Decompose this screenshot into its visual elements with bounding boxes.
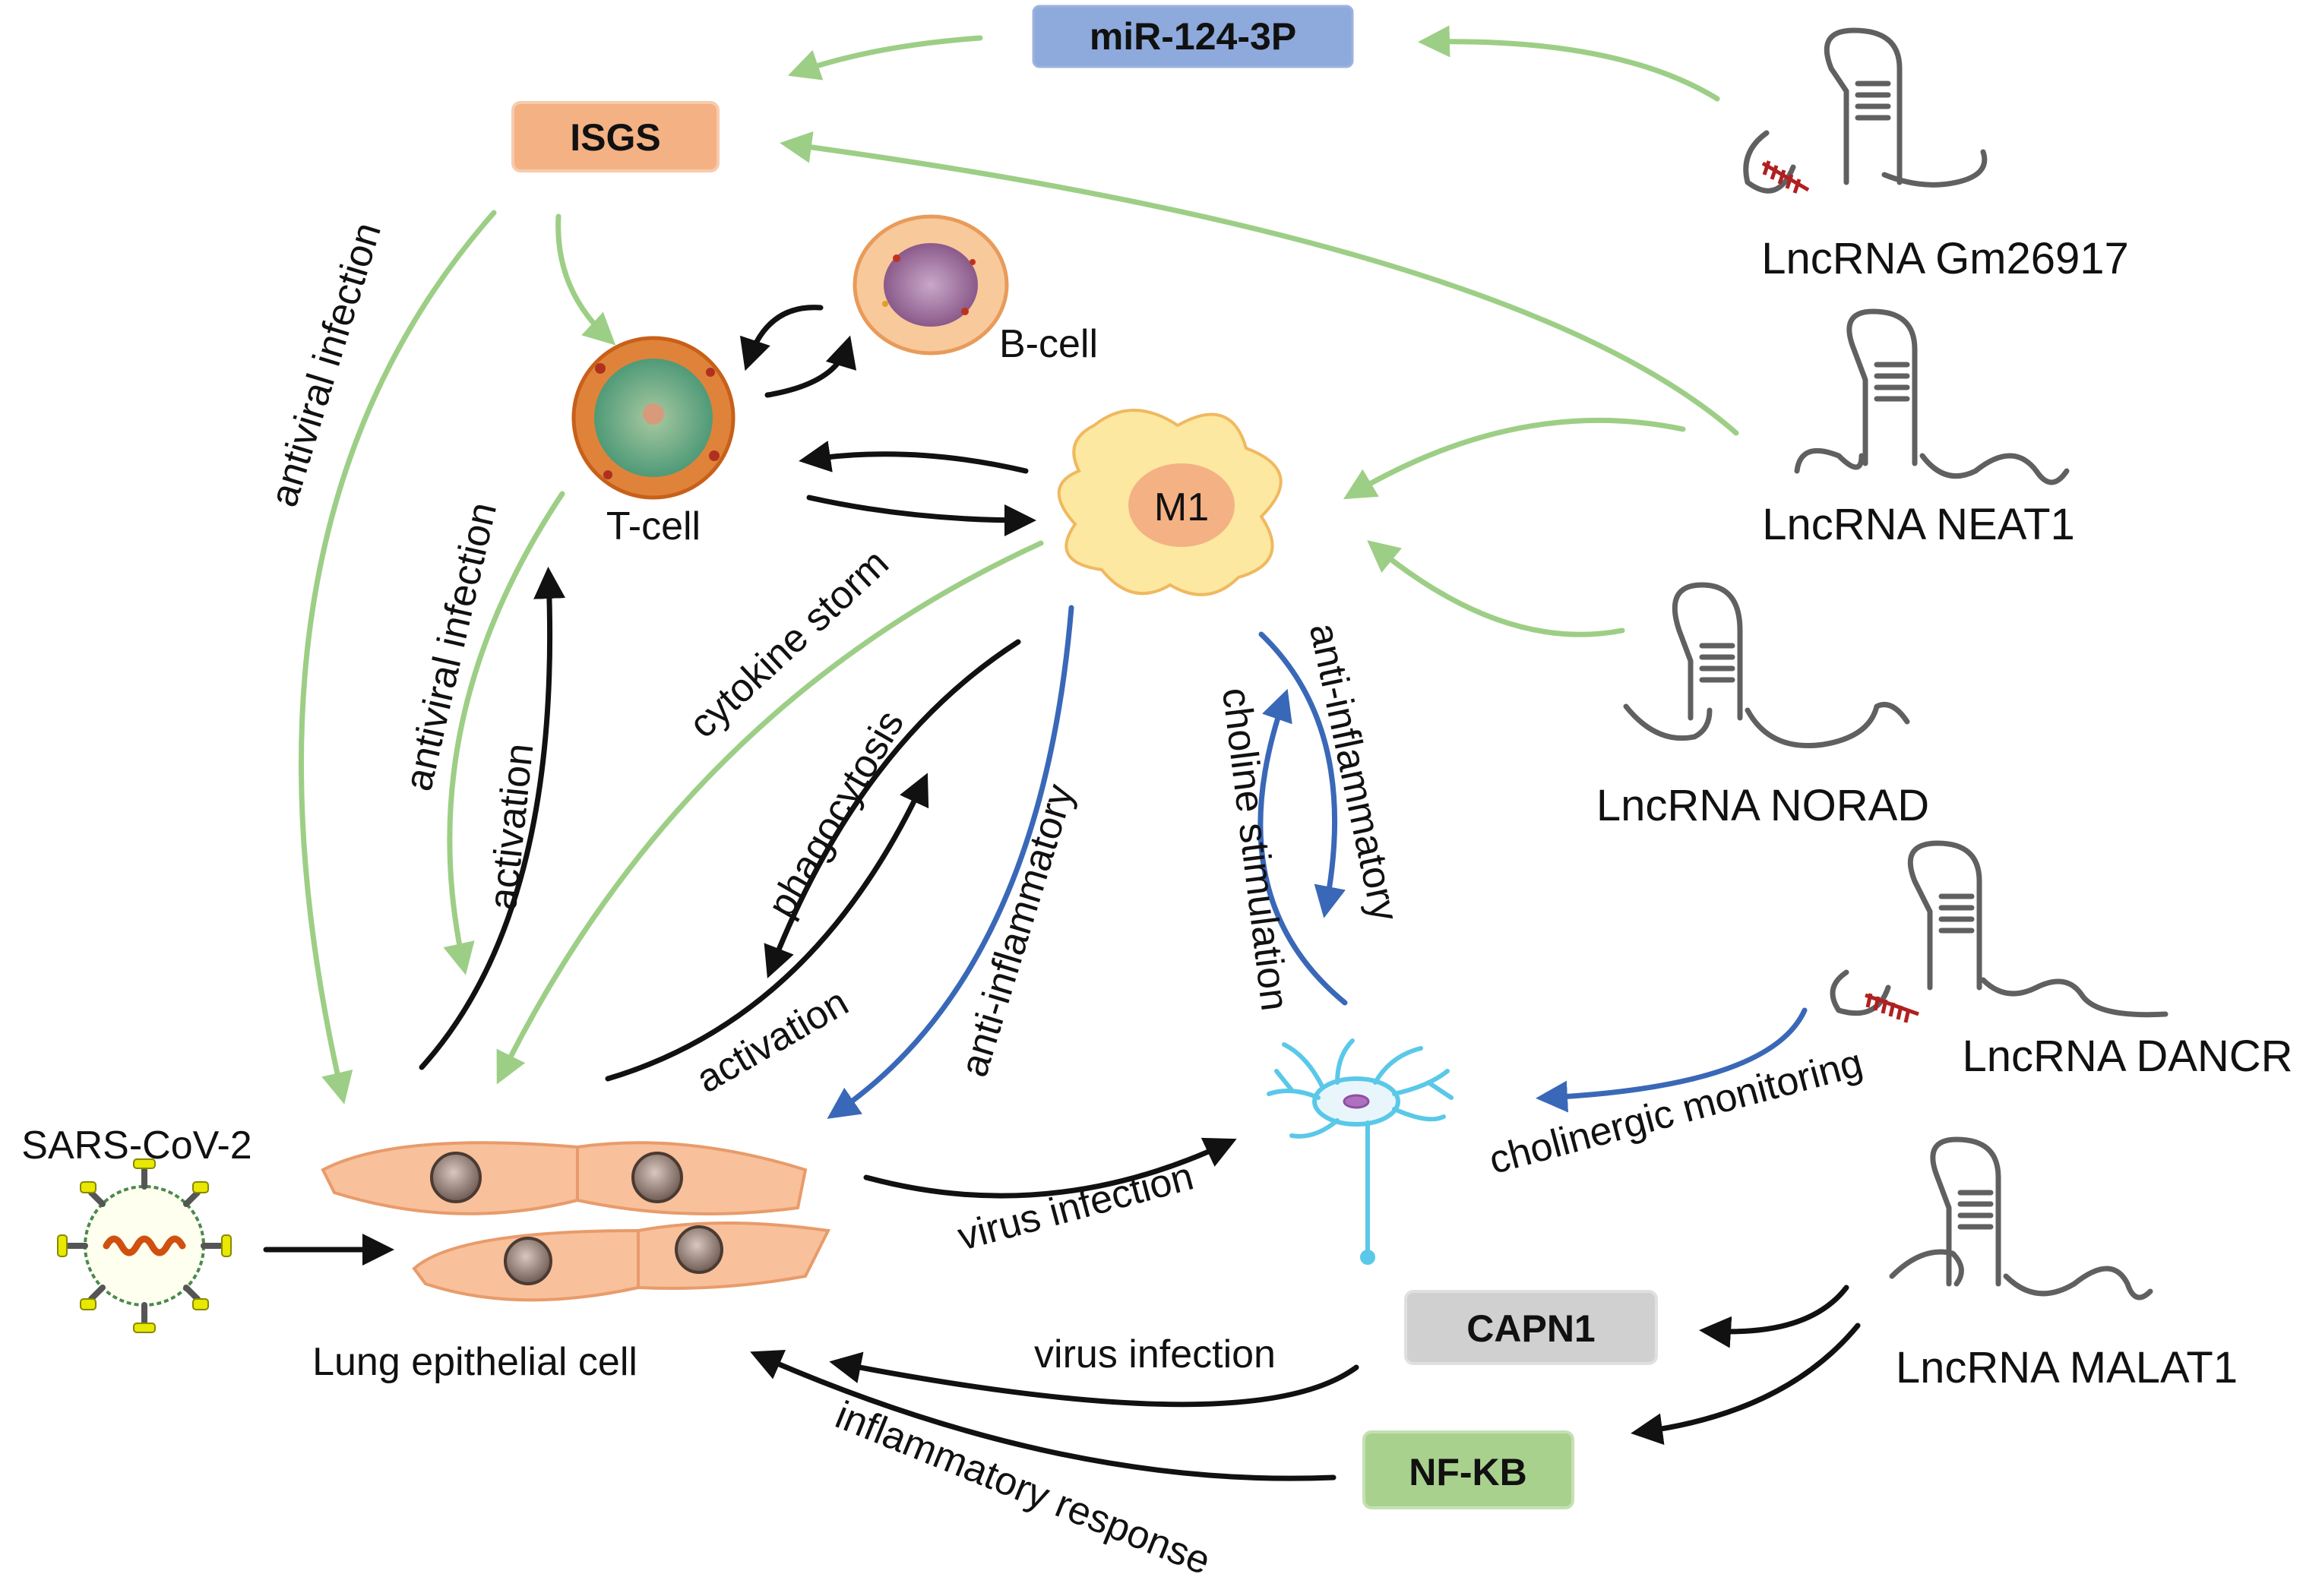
- black-arrows: [263, 305, 1861, 1481]
- neat1-rna-icon[interactable]: [1794, 308, 2070, 485]
- edge-malat1-to-capn1: [1699, 1285, 1849, 1348]
- isgs-node[interactable]: ISGS: [511, 101, 720, 172]
- label-inflammatory-response: inflammatory response: [830, 1393, 1216, 1584]
- virus-icon[interactable]: [57, 1158, 232, 1333]
- m1-label: M1: [1154, 485, 1209, 529]
- edge-m1-to-lung: [496, 540, 1044, 1085]
- dancr-label: LncRNA DANCR: [1962, 1032, 2292, 1081]
- lung-epithelial-cells-icon[interactable]: [321, 1141, 831, 1302]
- edge-isgs-to-tcell: [555, 213, 616, 346]
- edge-lung-to-m1-act: [605, 773, 929, 1082]
- gm26917-binder-icon: [1761, 160, 1810, 194]
- nfkb-node[interactable]: NF-KB: [1362, 1430, 1574, 1509]
- mir-label: miR-124-3P: [1090, 15, 1296, 58]
- tcell-icon[interactable]: [571, 336, 736, 500]
- edge-norad-to-m1: [1367, 540, 1625, 637]
- edge-lung-to-tcell: [419, 567, 566, 1070]
- capn1-label: CAPN1: [1466, 1307, 1595, 1350]
- edge-lung-to-neuron: [863, 1137, 1237, 1199]
- edge-tcell-to-bcell: [764, 335, 857, 398]
- label-phagocytosis: phagocytosis: [759, 703, 913, 925]
- label-antiinflam-m1: anti-inflammatory: [1301, 619, 1407, 924]
- norad-rna-icon[interactable]: [1623, 582, 1910, 749]
- dancr-rna-icon[interactable]: [1830, 840, 2169, 1018]
- label-cholinergic-monitoring: cholinergic monitoring: [1485, 1041, 1868, 1183]
- malat1-label: LncRNA MALAT1: [1896, 1343, 2238, 1392]
- label-virus-infection-capn1: virus infection: [1034, 1332, 1276, 1376]
- edge-neat1-to-isgs: [780, 131, 1739, 436]
- edge-bcell-to-tcell: [739, 305, 824, 371]
- bcell-label: B-cell: [999, 322, 1098, 366]
- edge-m1-to-lung-antiinflam: [827, 605, 1074, 1119]
- edge-m1-to-lung-phago: [764, 639, 1021, 979]
- edge-dancr-to-neuron: [1536, 1007, 1808, 1113]
- malat1-rna-icon[interactable]: [1889, 1136, 2153, 1301]
- label-virus-infection-neuron: virus infection: [954, 1154, 1198, 1259]
- blue-arrows: [827, 605, 1808, 1119]
- capn1-node[interactable]: CAPN1: [1404, 1290, 1658, 1365]
- gm26917-rna-icon[interactable]: [1743, 27, 1988, 194]
- edge-m1-to-tcell: [799, 441, 1029, 474]
- edge-malat1-to-nfkb: [1631, 1323, 1861, 1446]
- edge-neuron-to-m1: [1257, 688, 1348, 1006]
- edge-m1-to-neuron: [1258, 631, 1346, 918]
- label-activation-tcell: activation: [481, 741, 543, 912]
- tcell-label: T-cell: [606, 504, 701, 548]
- edge-mir-to-isgs: [787, 35, 983, 81]
- label-antiinflam-lung: anti-inflammatory: [952, 779, 1083, 1082]
- edge-nfkb-to-lung: [750, 1349, 1337, 1481]
- m1-icon[interactable]: M1: [1057, 409, 1283, 596]
- label-antiviral-isgs: antiviral infection: [261, 217, 390, 511]
- label-choline-stimulation: choline stimulation: [1213, 685, 1297, 1013]
- isgs-label: ISGS: [570, 116, 660, 159]
- edge-isgs-to-lung: [299, 210, 497, 1105]
- green-arrows: [299, 25, 1739, 1105]
- lung-label: Lung epithelial cell: [312, 1340, 637, 1384]
- edge-tcell-to-m1: [806, 495, 1036, 536]
- edge-neat1-to-m1: [1343, 417, 1686, 500]
- dancr-binder-icon: [1865, 993, 1919, 1023]
- mir-node[interactable]: miR-124-3P: [1032, 5, 1354, 68]
- neuron-icon[interactable]: [1267, 1038, 1454, 1265]
- label-activation-m1: activation: [689, 980, 856, 1101]
- bcell-icon[interactable]: [853, 214, 1009, 356]
- nfkb-label: NF-KB: [1409, 1451, 1527, 1493]
- neat1-label: LncRNA NEAT1: [1762, 500, 2075, 549]
- edge-capn1-to-lung: [829, 1351, 1359, 1408]
- label-antiviral-tcell: antiviral infection: [397, 498, 506, 795]
- edge-gm26917-to-mir: [1418, 25, 1720, 102]
- norad-label: LncRNA NORAD: [1596, 781, 1929, 830]
- edge-tcell-to-lung: [443, 491, 565, 975]
- gm26917-label: LncRNA Gm26917: [1761, 234, 2129, 283]
